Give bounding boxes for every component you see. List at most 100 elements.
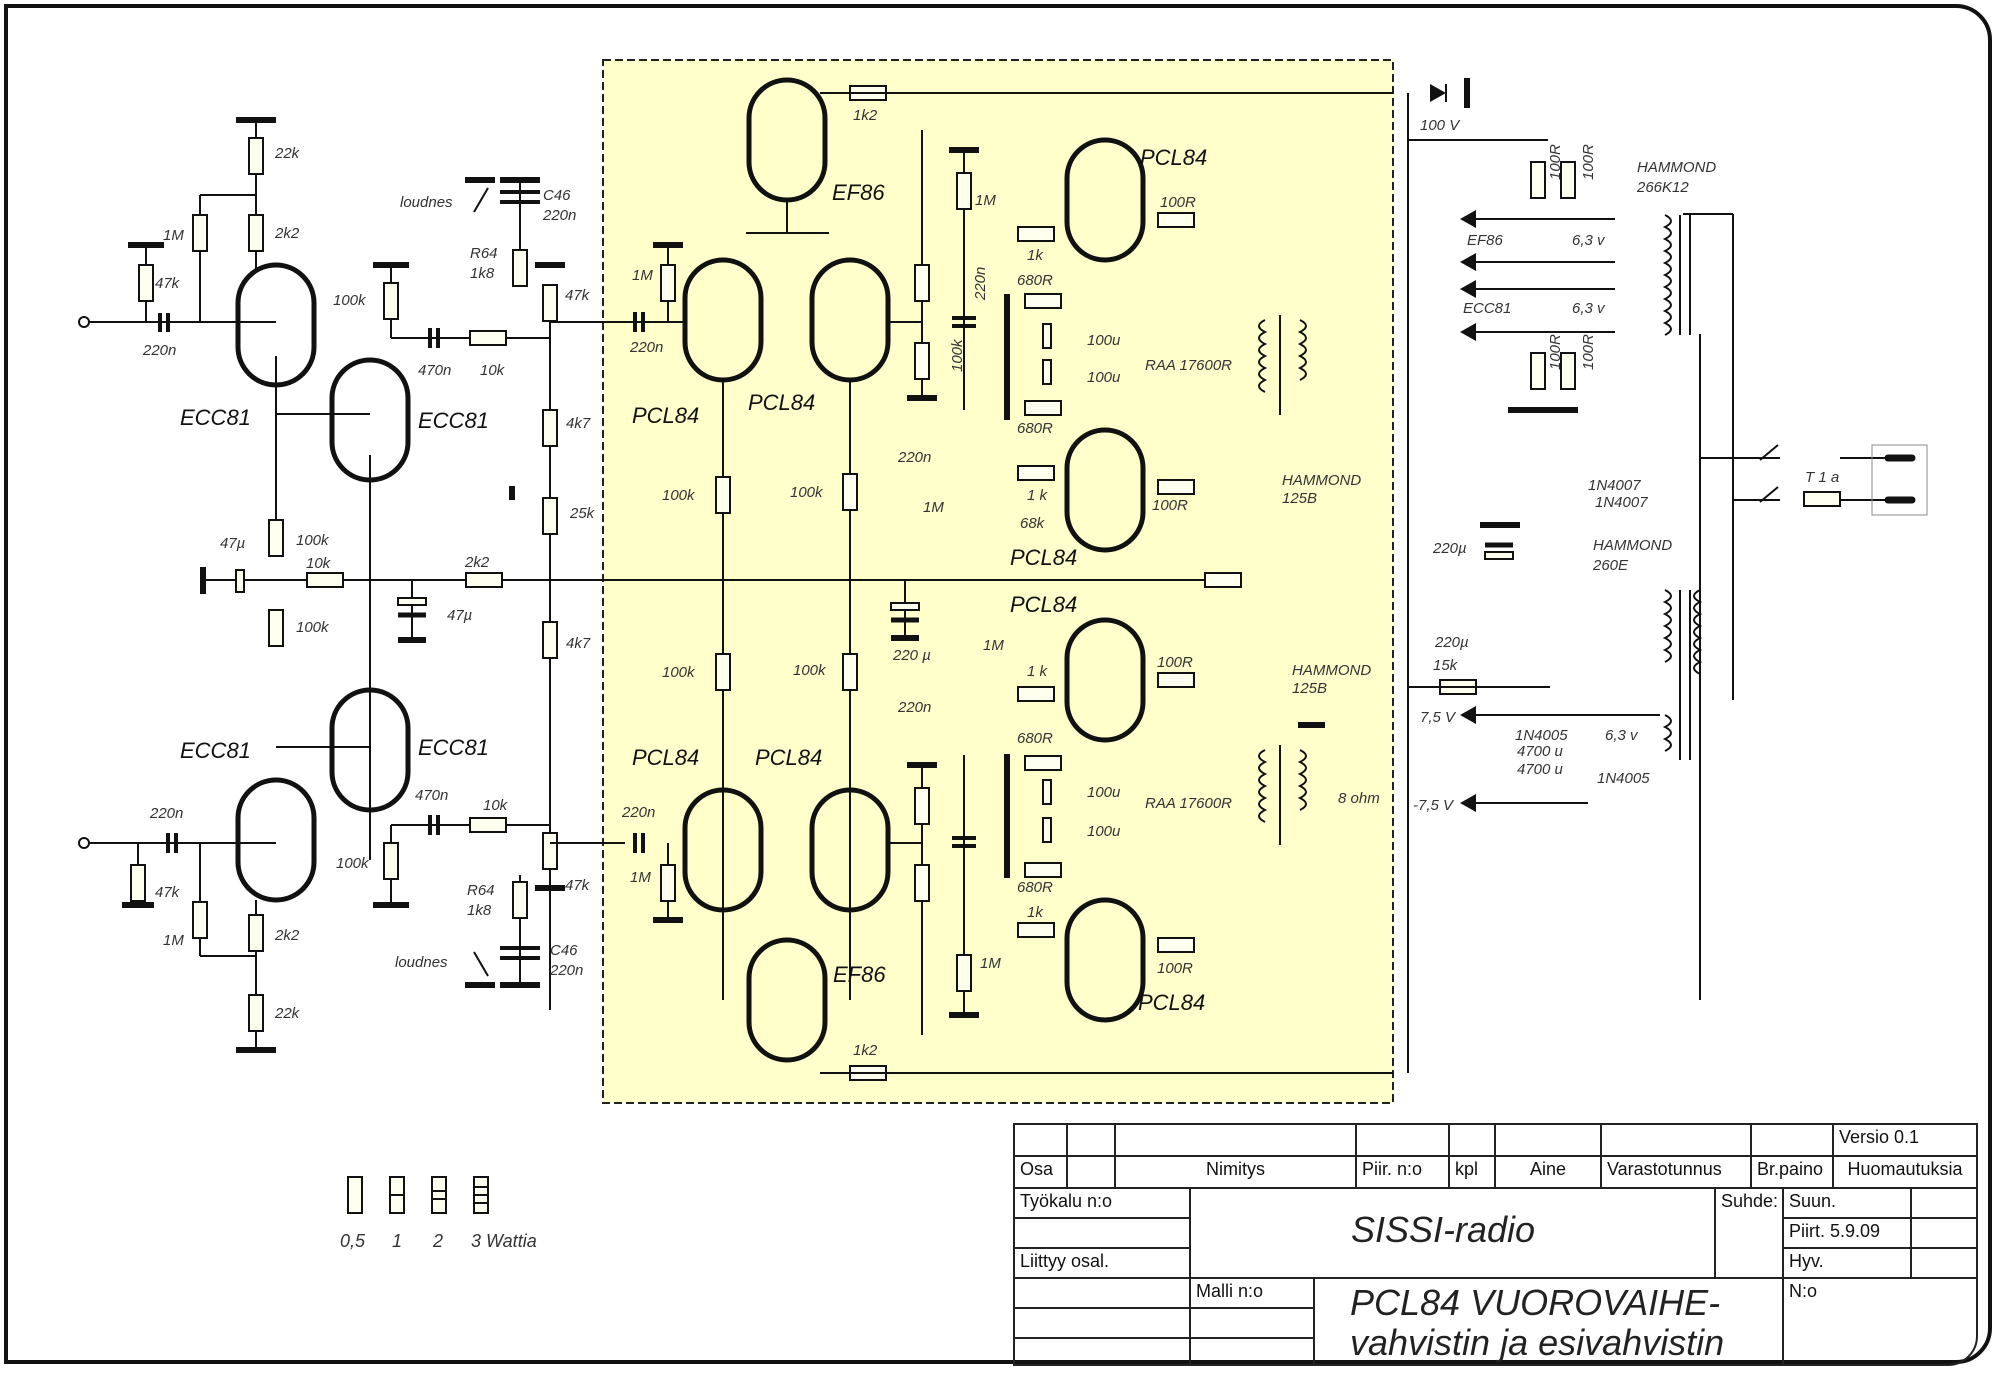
label-fuse: T 1 a [1805,469,1839,486]
label-125b-lower: 125B [1292,680,1327,697]
tube-label-pcl84-out-2: PCL84 [1010,545,1077,570]
power-supply-drawing [1407,78,1928,1073]
label-1m-lower: 1M [163,932,184,949]
drawing-frame [4,4,1992,1364]
label-ps-100k-rot-upper: 100k [949,338,966,372]
label-470n-lower: 470n [415,787,448,804]
legend-3w: 3 Wattia [471,1231,537,1251]
tube-label-pcl84-pi-b: PCL84 [748,390,815,415]
model-no-label: Malli n:o [1189,1277,1315,1309]
label-4700u-b: 4700 u [1517,761,1564,778]
tube-label-ecc81-2: ECC81 [418,408,489,433]
designed-label: Suun. [1782,1187,1912,1219]
volume-pot-lower [542,832,558,870]
label-100r-heater-4: 100R [1580,334,1597,370]
label-100k-upper: 100k [333,292,367,309]
fuse [1803,491,1841,507]
label-c46-value-upper: 220n [542,207,576,224]
label-r64-lower: R64 [467,882,495,899]
header-piir: Piir. n:o [1355,1155,1450,1189]
label-grid-1m-upper-a: 1M [975,192,996,209]
power-stage-drawing [625,80,1393,1081]
label-grid-1m-lower-a: 1M [983,637,1004,654]
label-220n-lower: 220n [149,805,183,822]
label-pos-7v5: 7,5 V [1420,709,1457,726]
legend-1w: 1 [392,1231,402,1251]
label-1n4005-a: 1N4005 [1515,727,1568,744]
label-ps-1m-lower: 1M [630,869,651,886]
tube-label-pcl84-pi-c: PCL84 [632,745,699,770]
tube-label-ecc81-3: ECC81 [180,738,251,763]
header-osa: Osa [1013,1155,1068,1189]
label-100u-upper-a: 100u [1087,332,1121,349]
label-heater-ef86: EF86 [1467,232,1504,249]
tube-label-ef86-lower: EF86 [833,962,886,987]
label-stopper-lower-b: 1k [1027,904,1044,921]
label-8-ohm: 8 ohm [1338,790,1380,807]
label-10k-supply: 10k [306,555,332,572]
label-anode-100k-2: 100k [790,484,824,501]
label-4k7-lower: 4k7 [566,635,591,652]
wattage-legend [347,1176,489,1214]
label-1n4005-b: 1N4005 [1597,770,1650,787]
label-100v: 100 V [1420,117,1461,134]
balance-pot [542,497,558,535]
preamp-supply [200,519,1230,647]
power-stage-region [602,59,1394,1104]
label-r64-value-lower: 1k8 [467,902,492,919]
label-100r-heater-1: 100R [1547,144,1564,180]
related-label: Liittyy osal. [1013,1247,1191,1279]
label-pot-47k-lower: 47k [565,877,591,894]
label-100r-heater-3: 100R [1547,334,1564,370]
label-2k2-supply: 2k2 [464,554,490,571]
label-22k-lower: 22k [274,1005,301,1022]
label-1n4007-b: 1N4007 [1595,494,1648,511]
label-1m-upper: 1M [163,227,184,244]
label-grid-1m-upper-b: 1M [923,499,944,516]
label-220u-filter: 220 µ [892,647,931,664]
input-jack-upper[interactable] [78,316,90,328]
label-c46-lower: C46 [550,942,578,959]
tube-label-ecc81-1: ECC81 [180,405,251,430]
label-heater-ecc81: ECC81 [1463,300,1511,317]
preamp-upper [78,117,625,1010]
label-100r-heater-2: 100R [1580,144,1597,180]
label-68k: 68k [1020,515,1046,532]
label-grid-1m-lower-b: 1M [980,955,1001,972]
label-anode-100k-3: 100k [662,664,696,681]
label-anode-100k-4: 100k [793,662,827,679]
label-hv-model: 260E [1592,557,1629,574]
label-hammond-lower: HAMMOND [1292,662,1371,679]
title-line-2: vahvistin ja esivahvistin [1350,1322,1725,1363]
input-jack-lower[interactable] [78,837,90,849]
loudness-switch-upper[interactable] [473,187,489,213]
label-ps-1m-upper: 1M [632,267,653,284]
label-680r-upper-a: 680R [1017,272,1053,289]
label-100u-lower-a: 100u [1087,784,1121,801]
label-680r-lower-a: 680R [1017,730,1053,747]
label-r64-value-upper: 1k8 [470,265,495,282]
label-heater-brand: HAMMOND [1637,159,1716,176]
mains-plug[interactable] [1871,444,1928,516]
preamp-lower [78,690,625,1053]
header-varastotunnus: Varastotunnus [1600,1155,1752,1189]
label-125b-upper: 125B [1282,490,1317,507]
power-switch[interactable] [1759,444,1779,461]
legend-2w: 2 [432,1231,443,1251]
label-100r-lower-b: 100R [1157,960,1193,977]
label-100u-lower-b: 100u [1087,823,1121,840]
label-loudness-lower: loudnes [395,954,448,971]
header-nimitys: Nimitys [1114,1155,1357,1189]
label-1k2-lower: 1k2 [853,1042,878,1059]
tool-no-label: Työkalu n:o [1013,1187,1191,1219]
drawn-label: Piirt. 5.9.09 [1782,1217,1912,1249]
tube-label-ecc81-4: ECC81 [418,735,489,760]
label-100r-lower-a: 100R [1157,654,1193,671]
label-47u-mid: 47µ [447,607,472,624]
label-100k-lower: 100k [336,855,370,872]
loudness-switch-lower[interactable] [473,951,489,977]
label-raa-lower: RAA 17600R [1145,795,1232,812]
label-25k: 25k [569,505,596,522]
label-4k7-upper: 4k7 [566,415,591,432]
